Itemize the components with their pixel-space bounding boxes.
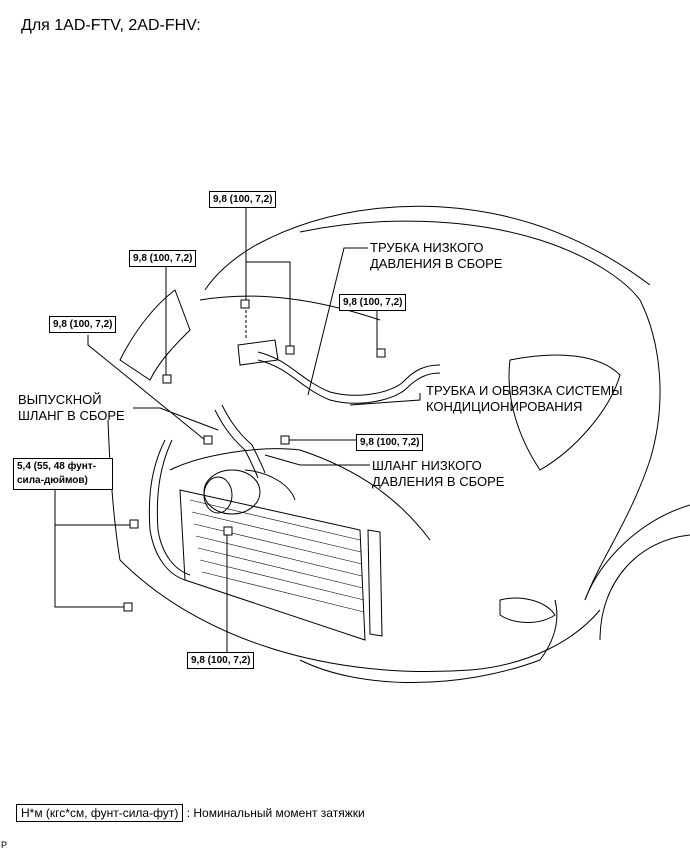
leader-top bbox=[245, 208, 291, 345]
receiver-tank bbox=[367, 529, 383, 637]
condenser bbox=[179, 489, 366, 641]
legend: Н*м (кгс*см, фунт-сила-фут) : Номинальны… bbox=[16, 804, 365, 822]
headlight-right bbox=[508, 354, 621, 471]
discharge-hose bbox=[214, 409, 259, 479]
low-pressure-tube bbox=[257, 351, 441, 396]
torque-spec-top: 9,8 (100, 7,2) bbox=[209, 191, 277, 208]
leader-low-tube bbox=[307, 247, 368, 396]
inner-panel bbox=[299, 449, 431, 541]
bolt-icon bbox=[223, 526, 233, 536]
fender-right bbox=[584, 299, 661, 601]
bolt-icon bbox=[203, 435, 213, 445]
torque-spec-bottom: 9,8 (100, 7,2) bbox=[187, 652, 255, 669]
bolt-icon bbox=[376, 348, 386, 358]
bolt-icon bbox=[285, 345, 295, 355]
bolt-icon bbox=[162, 374, 172, 384]
wheel bbox=[599, 534, 690, 641]
grille-opening bbox=[299, 599, 558, 683]
label-low-pressure-hose: ШЛАНГ НИЗКОГО ДАВЛЕНИЯ В СБОРЕ bbox=[372, 458, 505, 489]
torque-spec-left-upper: 9,8 (100, 7,2) bbox=[129, 250, 197, 267]
bumper-upper bbox=[107, 419, 121, 561]
leader-left-lower bbox=[54, 488, 132, 608]
wheel-arch bbox=[584, 504, 690, 601]
bolt-icon bbox=[240, 299, 250, 309]
bolt-icon bbox=[123, 602, 133, 612]
torque-spec-left-lower: 5,4 (55, 48 фунт-сила-дюймов) bbox=[13, 458, 113, 490]
front-fascia bbox=[169, 448, 301, 471]
torque-spec-left-mid: 9,8 (100, 7,2) bbox=[49, 316, 117, 333]
legend-description: : Номинальный момент затяжки bbox=[186, 806, 365, 820]
legend-unit: Н*м (кгс*см, фунт-сила-фут) bbox=[16, 804, 184, 822]
fog-lamp bbox=[499, 597, 556, 623]
label-discharge-hose: ВЫПУСКНОЙ ШЛАНГ В СБОРЕ bbox=[18, 392, 125, 423]
bolt-icon bbox=[129, 519, 139, 529]
leader-low-hose bbox=[264, 454, 370, 466]
evaporator-fitting bbox=[237, 339, 279, 366]
label-ac-tube-accessory: ТРУБКА И ОБВЯЗКА СИСТЕМЫ КОНДИЦИОНИРОВАН… bbox=[426, 383, 623, 414]
hood-front-edge bbox=[204, 244, 257, 291]
leader-discharge bbox=[133, 407, 219, 431]
headlight-left bbox=[119, 289, 191, 381]
hood-outline bbox=[255, 205, 651, 286]
page-title: Для 1AD-FTV, 2AD-FHV: bbox=[21, 17, 201, 34]
torque-spec-right-upper: 9,8 (100, 7,2) bbox=[339, 294, 407, 311]
ac-tube bbox=[148, 439, 186, 581]
hood-crease bbox=[299, 220, 641, 301]
torque-spec-right-mid: 9,8 (100, 7,2) bbox=[356, 434, 424, 451]
leader-left-mid bbox=[87, 335, 206, 441]
label-low-pressure-tube: ТРУБКА НИЗКОГО ДАВЛЕНИЯ В СБОРЕ bbox=[370, 240, 503, 271]
leader-ac-tube bbox=[349, 393, 421, 406]
bumper-lower bbox=[119, 559, 601, 673]
page-code: P bbox=[1, 840, 8, 850]
bolt-icon bbox=[280, 435, 290, 445]
